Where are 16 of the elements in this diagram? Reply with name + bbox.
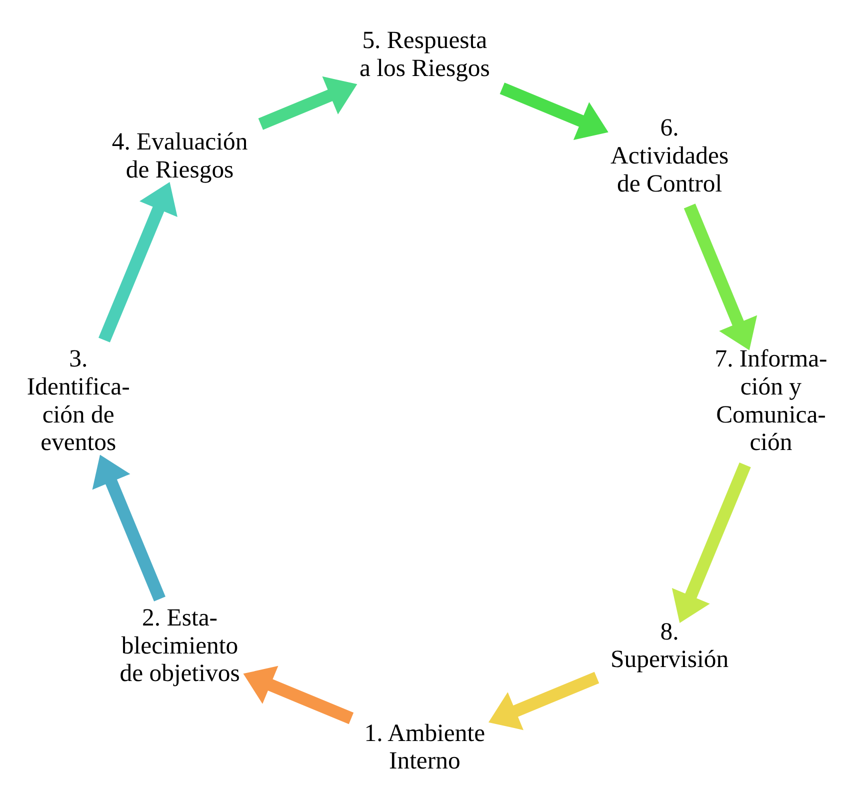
node-text: 2. Esta- blecimiento de objetivos (120, 604, 240, 688)
arrow (488, 672, 600, 730)
arrow (684, 204, 758, 350)
arrow (92, 454, 166, 602)
node-text: 3. Identifica- ción de eventos (26, 346, 130, 456)
node-text: 6. Actividades de Control (610, 114, 729, 198)
arrow (500, 82, 608, 140)
arrow (98, 182, 178, 342)
node-text: 1. Ambiente Interno (364, 720, 486, 775)
node-text: 8. Supervisión (610, 618, 729, 674)
arrow (672, 462, 751, 623)
node-text: 4. Evaluación de Riesgos (112, 128, 248, 184)
node-text: 5. Respuesta a los Riesgos (359, 27, 490, 82)
arrow (258, 76, 358, 130)
node-text: 7. Informa- ción y Comunica- ción (714, 346, 828, 456)
arrow (243, 666, 354, 724)
